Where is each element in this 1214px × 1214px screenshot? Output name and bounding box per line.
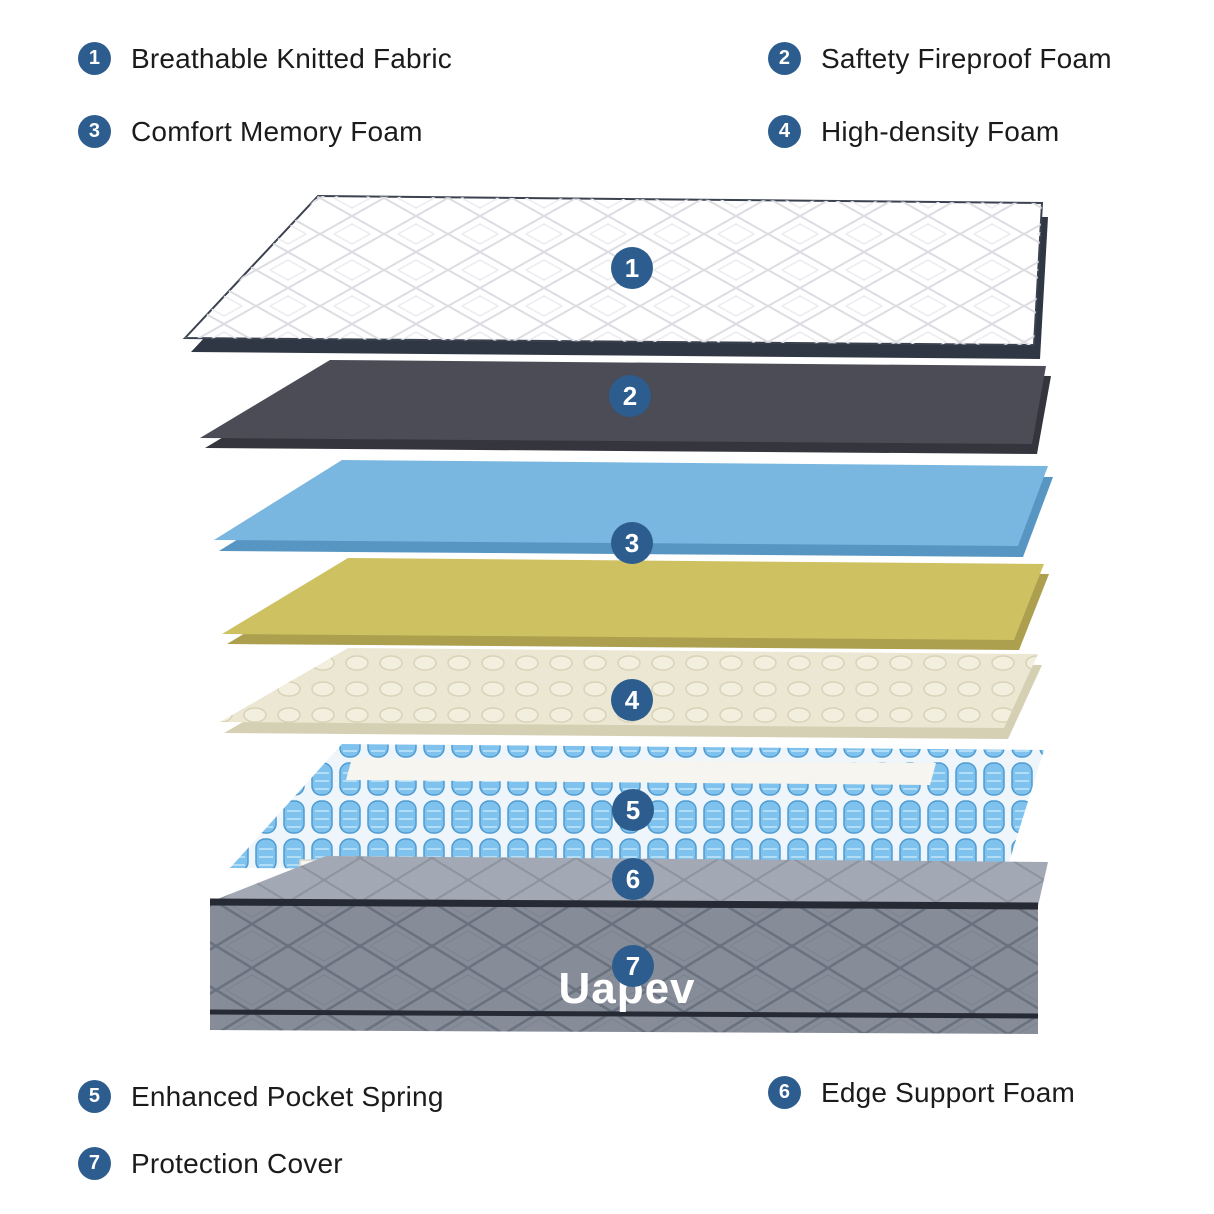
svg-text:3: 3 <box>625 528 639 558</box>
legend-badge-7: 7 <box>78 1147 111 1180</box>
high-density-foam-top <box>222 558 1044 640</box>
legend-badge-3: 3 <box>78 115 111 148</box>
layer-high-density-foam <box>222 558 1049 650</box>
svg-text:5: 5 <box>626 795 640 825</box>
legend-item-protection-cover: 7 Protection Cover <box>78 1147 343 1180</box>
marker-1: 1 <box>611 247 653 289</box>
memory-foam-top <box>214 460 1048 546</box>
marker-7: 7 <box>612 945 654 987</box>
cover-bottom-piping <box>209 1009 1039 1019</box>
marker-4: 4 <box>611 679 653 721</box>
legend-label: Comfort Memory Foam <box>131 115 423 147</box>
legend-label: Enhanced Pocket Spring <box>131 1080 444 1112</box>
legend-label: Protection Cover <box>131 1147 343 1179</box>
springs-mid-pad <box>346 758 936 785</box>
svg-text:4: 4 <box>625 685 640 715</box>
marker-3: 3 <box>611 522 653 564</box>
legend-item-edge-support: 6 Edge Support Foam <box>768 1076 1075 1109</box>
legend-item-high-density-foam: 4 High-density Foam <box>768 115 1059 148</box>
marker-5: 5 <box>612 789 654 831</box>
svg-text:6: 6 <box>626 864 640 894</box>
legend-badge-1: 1 <box>78 42 111 75</box>
legend-item-pocket-spring: 5 Enhanced Pocket Spring <box>78 1080 444 1113</box>
cover-top-piping <box>209 898 1039 910</box>
svg-text:2: 2 <box>623 381 637 411</box>
marker-6: 6 <box>612 858 654 900</box>
legend-item-fireproof-foam: 2 Saftety Fireproof Foam <box>768 42 1112 75</box>
svg-text:7: 7 <box>626 951 640 981</box>
legend-item-memory-foam: 3 Comfort Memory Foam <box>78 115 423 148</box>
legend-label: Breathable Knitted Fabric <box>131 42 452 74</box>
diagram-markers: 1 2 3 4 5 6 7 <box>609 247 654 987</box>
legend-badge-4: 4 <box>768 115 801 148</box>
svg-text:1: 1 <box>625 253 639 283</box>
legend-badge-6: 6 <box>768 1076 801 1109</box>
legend-label: Saftety Fireproof Foam <box>821 42 1112 74</box>
layer-memory-foam <box>214 460 1053 557</box>
legend-item-knitted-fabric: 1 Breathable Knitted Fabric <box>78 42 452 75</box>
legend-badge-5: 5 <box>78 1080 111 1113</box>
legend-badge-2: 2 <box>768 42 801 75</box>
legend-label: High-density Foam <box>821 115 1060 147</box>
legend-label: Edge Support Foam <box>821 1076 1075 1108</box>
marker-2: 2 <box>609 375 651 417</box>
